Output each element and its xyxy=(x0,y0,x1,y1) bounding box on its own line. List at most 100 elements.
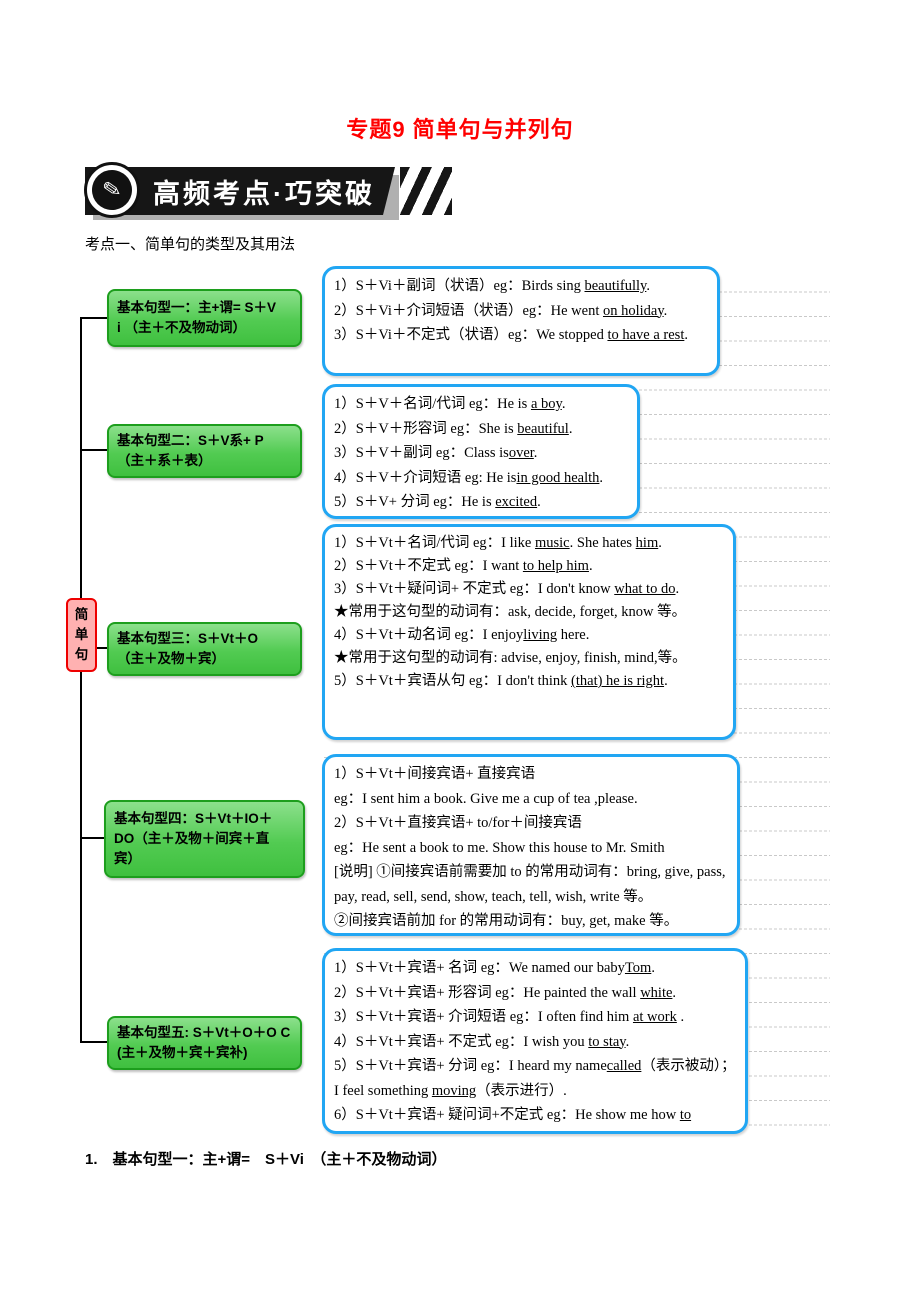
content-line: 2）S＋V＋形容词 eg：She is beautiful. xyxy=(334,417,628,442)
content-line: 3）S＋Vi＋不定式（状语）eg：We stopped to have a re… xyxy=(334,323,708,348)
text-segment: . xyxy=(588,558,593,574)
banner: 高频考点·巧突破 xyxy=(85,167,395,215)
text-segment: 2）S＋Vt＋宾语+ 形容词 eg：He painted the wall xyxy=(334,984,641,1001)
text-segment: 5）S＋Vt＋宾语+ 分词 eg：I heard my name xyxy=(334,1058,607,1074)
text-segment: 1）S＋Vi＋副词（状语）eg：Birds sing xyxy=(334,278,585,294)
page-title: 专题9 简单句与并列句 xyxy=(346,117,574,142)
branch-stub-4 xyxy=(80,837,108,839)
content-line: 1）S＋Vt＋宾语+ 名词 eg：We named our babyTom. xyxy=(334,956,736,981)
text-segment: 4）S＋Vt＋动名词 eg：I enjoy xyxy=(334,627,524,643)
text-segment: 4）S＋Vt＋宾语+ 不定式 eg：I wish you xyxy=(334,1033,589,1050)
footer-item: 1. 基本句型一：主+谓= S＋Vi （主＋不及物动词） xyxy=(85,1151,447,1168)
content-line: eg：I sent him a book. Give me a cup of t… xyxy=(334,787,728,812)
underlined-text: a boy xyxy=(530,396,562,412)
content-line: 4）S＋Vt＋动名词 eg：I enjoyliving here. xyxy=(334,624,724,647)
pattern-label-2: 基本句型二：S＋V系+ P（主＋系＋表） xyxy=(117,433,264,468)
pattern-detail-4: 1）S＋Vt＋间接宾语+ 直接宾语 eg：I sent him a book. G… xyxy=(322,754,740,936)
underlined-text: living xyxy=(523,627,558,643)
text-segment: . She hates xyxy=(569,535,636,551)
content-line: 4）S＋V＋介词短语 eg: He isin good health. xyxy=(334,466,628,491)
text-segment: ②间接宾语前加 for 的常用动词有：buy, get, make 等。 xyxy=(334,913,679,929)
underlined-text: music xyxy=(534,535,570,551)
content-line: 1）S＋V＋名词/代词 eg：He is a boy. xyxy=(334,392,628,417)
pattern-label-3: 基本句型三：S＋Vt＋O（主＋及物＋宾） xyxy=(117,631,259,666)
underlined-text: to stay xyxy=(588,1033,626,1050)
text-segment: . xyxy=(676,1009,685,1025)
underlined-text: to help him xyxy=(522,558,589,574)
pattern-node-2: 基本句型二：S＋V系+ P（主＋系＋表） xyxy=(107,424,302,478)
text-segment: 1）S＋Vt＋名词/代词 eg：I like xyxy=(334,535,535,551)
text-segment: ★常用于这句型的动词有: advise, enjoy, finish, mind… xyxy=(334,650,687,666)
content-line: ★常用于这句型的动词有: advise, enjoy, finish, mind… xyxy=(334,647,724,670)
text-segment: 5）S＋Vt＋宾语从句 eg：I don't think xyxy=(334,673,572,689)
content-line: [说明] ①间接宾语前需要加 to 的常用动词有：bring, give, pa… xyxy=(334,860,728,909)
content-line: 2）S＋Vt＋直接宾语+ to/for＋间接宾语 xyxy=(334,811,728,836)
text-segment: . xyxy=(561,396,566,412)
underlined-text: in good health xyxy=(516,469,600,486)
pattern-detail-2: 1）S＋V＋名词/代词 eg：He is a boy.2）S＋V＋形容词 eg：… xyxy=(322,384,640,519)
text-segment: . xyxy=(651,960,655,976)
root-label: 简单句 xyxy=(74,607,89,662)
pattern-label-4: 基本句型四：S＋Vt＋IO＋DO（主＋及物＋间宾＋直宾） xyxy=(114,811,273,866)
text-segment: . xyxy=(684,327,688,343)
text-segment: . xyxy=(646,278,650,294)
content-line: 2）S＋Vt＋不定式 eg：I want to help him. xyxy=(334,555,724,578)
text-segment: eg：I sent him a book. Give me a cup of t… xyxy=(334,790,638,807)
text-segment: . xyxy=(675,581,680,597)
text-segment: 1）S＋Vt＋间接宾语+ 直接宾语 xyxy=(334,766,536,782)
text-segment: 3）S＋Vt＋宾语+ 介词短语 eg：I often find him xyxy=(334,1009,633,1025)
text-segment: 3）S＋Vt＋疑问词+ 不定式 eg：I don't know xyxy=(334,581,615,597)
text-segment: . xyxy=(658,535,662,551)
content-line: 1）S＋Vi＋副词（状语）eg：Birds sing beautifully. xyxy=(334,274,708,299)
content-line: 3）S＋Vt＋疑问词+ 不定式 eg：I don't know what to … xyxy=(334,578,724,601)
underlined-text: at work xyxy=(632,1009,677,1025)
pattern-detail-1: 1）S＋Vi＋副词（状语）eg：Birds sing beautifully.2… xyxy=(322,266,720,376)
banner-stripes-decoration xyxy=(400,167,452,215)
pattern-detail-3: 1）S＋Vt＋名词/代词 eg：I like music. She hates … xyxy=(322,524,736,740)
text-segment: 1）S＋Vt＋宾语+ 名词 eg：We named our baby xyxy=(334,960,625,976)
text-segment: here. xyxy=(557,627,590,643)
text-segment: ★常用于这句型的动词有：ask, decide, forget, know 等。 xyxy=(334,604,687,620)
text-segment: 6）S＋Vt＋宾语+ 疑问词+不定式 eg：He show me how xyxy=(334,1107,680,1123)
content-line: 1）S＋Vt＋名词/代词 eg：I like music. She hates … xyxy=(334,532,724,555)
pen-icon: ✎ xyxy=(88,166,136,214)
text-segment: . xyxy=(672,984,677,1001)
underlined-text: beautiful xyxy=(517,420,569,437)
underlined-text: moving xyxy=(431,1082,477,1099)
text-segment: 5）S＋V+ 分词 eg：He is xyxy=(334,494,496,510)
text-segment: 2）S＋Vt＋不定式 eg：I want xyxy=(334,558,523,574)
text-segment: . xyxy=(663,302,668,319)
content-line: eg：He sent a book to me. Show this house… xyxy=(334,836,728,861)
underlined-text: white xyxy=(640,984,673,1001)
pattern-detail-5: 1）S＋Vt＋宾语+ 名词 eg：We named our babyTom.2）… xyxy=(322,948,748,1134)
text-segment: 3）S＋Vi＋不定式（状语）eg：We stopped xyxy=(334,327,608,343)
underlined-text: (that) he is right xyxy=(571,673,665,689)
underlined-text: called xyxy=(606,1058,642,1074)
underlined-text: excited xyxy=(495,494,538,510)
content-line: ②间接宾语前加 for 的常用动词有：buy, get, make 等。 xyxy=(334,909,728,933)
underlined-text: him xyxy=(635,535,659,551)
text-segment: . xyxy=(533,445,538,461)
content-line: 2）S＋Vi＋介词短语（状语）eg：He went on holiday. xyxy=(334,299,708,324)
text-segment: 2）S＋Vt＋直接宾语+ to/for＋间接宾语 xyxy=(334,815,582,831)
branch-stub-2 xyxy=(80,449,108,451)
text-segment: 1）S＋V＋名词/代词 eg：He is xyxy=(334,396,531,412)
content-line: 2）S＋Vt＋宾语+ 形容词 eg：He painted the wall wh… xyxy=(334,981,736,1006)
text-segment: [说明] ①间接宾语前需要加 to 的常用动词有：bring, give, pa… xyxy=(334,864,726,905)
underlined-text: to xyxy=(679,1107,692,1123)
pattern-node-3: 基本句型三：S＋Vt＋O（主＋及物＋宾） xyxy=(107,622,302,676)
underlined-text: Tom xyxy=(624,960,652,976)
underlined-text: to have a rest xyxy=(607,327,685,343)
underlined-text: over xyxy=(508,445,534,461)
content-line: 5）S＋Vt＋宾语从句 eg：I don't think (that) he i… xyxy=(334,670,724,693)
content-line: 3）S＋Vt＋宾语+ 介词短语 eg：I often find him at w… xyxy=(334,1005,736,1030)
text-segment: . xyxy=(664,673,668,689)
content-line: 4）S＋Vt＋宾语+ 不定式 eg：I wish you to stay. xyxy=(334,1030,736,1055)
badge-icon: ✎ xyxy=(84,162,140,218)
content-line: 5）S＋Vt＋宾语+ 分词 eg：I heard my namecalled（表… xyxy=(334,1054,736,1103)
trunk-line xyxy=(80,318,82,1043)
text-segment: 4）S＋V＋介词短语 eg: He is xyxy=(334,469,517,486)
